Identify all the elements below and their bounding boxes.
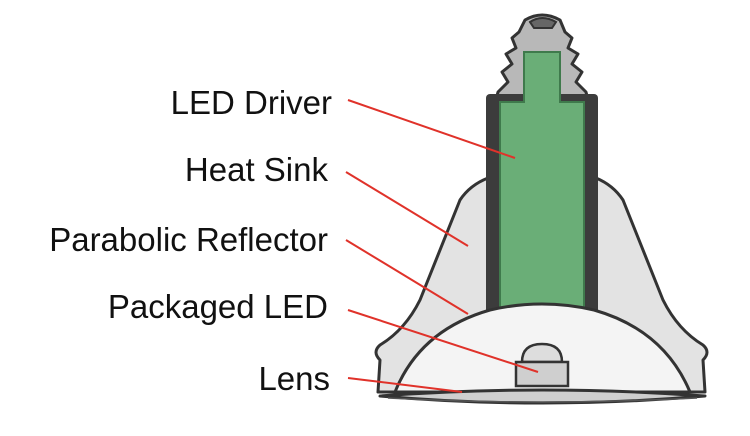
packaged-led-dome [520,342,564,364]
label-heat-sink: Heat Sink [184,151,328,188]
leader-led-driver [347,99,516,159]
leader-packaged-led [347,309,539,373]
lens-edge [387,397,698,403]
leader-heat-sink [345,171,469,247]
label-led-driver: LED Driver [170,84,332,121]
packaged-led-body [514,360,570,388]
base-contact-tip [528,17,558,29]
leader-lens [347,377,463,393]
lens-disc [378,388,707,405]
label-parabolic-reflector: Parabolic Reflector [49,221,328,258]
label-lens: Lens [258,360,330,397]
label-packaged-led: Packaged LED [107,288,328,325]
leader-parabolic-reflector [345,239,469,315]
